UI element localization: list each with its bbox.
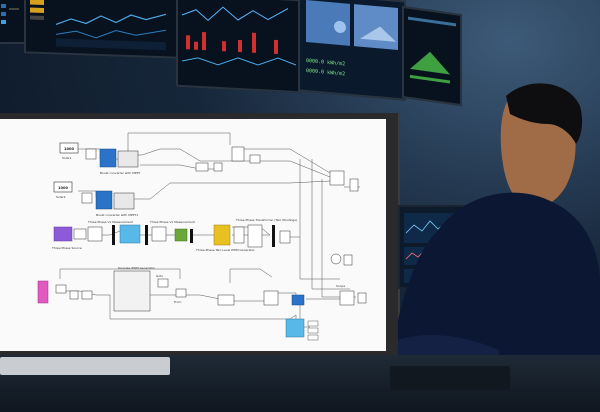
out-port-3[interactable] [307,334,319,341]
wall-screen-1-graphics [1,4,19,24]
meas2-block[interactable] [151,226,167,242]
wall-screen-5 [402,5,462,107]
scope-block-mid[interactable] [343,254,353,266]
pwm-block[interactable] [213,224,231,246]
scope-label: Scope [336,284,345,288]
bus-bar-3 [190,229,193,243]
discrete-pwm-label: Discrete PWM Generator [118,266,156,270]
bus-bar-4 [272,225,275,247]
boost-2-label: Boost converter with MPPT1 [96,213,138,217]
bus-bar-2 [145,225,148,245]
svg-text:1000: 1000 [58,186,69,190]
ground-icon [330,253,342,265]
blue-bottom-block[interactable] [291,294,305,306]
boost-converter-1[interactable]: Boost converter with MPPT [85,148,140,175]
boost-converter-2[interactable]: Boost converter with MPPT1 [81,190,138,217]
boost-1-label: Boost converter with MPPT [100,171,140,175]
solar-2-label: Solar2 [56,195,66,199]
meas1-label: Three Phase V-I Measurement [87,220,134,224]
transformer-label: Three Phase Transformer (Two Windings) [235,218,297,222]
three-phase-source[interactable]: Three Phase Source [51,226,82,250]
meas2-label: Three Phase V-I Measurement [149,220,196,224]
diagram-canvas: 1000 Solar1 1000 Solar2 Boost converter … [37,132,367,341]
wall-screen-5-graphics [408,16,456,84]
cyan-bottom-block[interactable] [285,318,305,338]
main-monitor: 1000 Solar1 1000 Solar2 Boost converter … [0,113,400,355]
bus-bar-1 [112,225,115,245]
wall-screen-1 [0,0,26,44]
pwm-label: Three-Phase Two-Level PWM Generator [195,248,256,252]
transformer-block-b[interactable] [247,224,263,248]
discrete-pwm-block[interactable] [113,270,151,312]
bottom-block-4[interactable] [217,294,235,306]
from-block[interactable] [175,288,187,298]
out-port-2[interactable] [307,327,319,334]
wall-screen-4-graphics [306,0,398,51]
bottom-block-5[interactable] [263,290,279,306]
wall-screen-2-graphics [30,0,167,51]
meas1-block[interactable] [87,226,103,242]
bottom-block-6[interactable] [339,290,355,306]
pink-source-block[interactable] [37,280,49,304]
scope-block-bottom[interactable] [357,292,367,304]
simulink-diagram: 1000 Solar1 1000 Solar2 Boost converter … [0,119,386,351]
bottom-block-3[interactable] [81,290,93,300]
gain-block-1[interactable] [195,162,209,172]
goto-label: Goto [156,274,163,278]
scope-block-top[interactable] [349,178,359,192]
breaker-block[interactable] [73,228,87,240]
wall-screen-4: 0000.0 kWh/m2 0000.0 kWh/m2 [298,0,406,101]
bottom-block-1[interactable] [55,284,67,294]
bottom-block-2[interactable] [69,290,79,300]
inverter-block[interactable] [119,224,141,244]
solar-block-1[interactable]: 1000 Solar1 [59,142,79,160]
transformer-block-a[interactable] [233,226,245,244]
source-label: Three Phase Source [51,246,82,250]
svg-text:1000: 1000 [64,147,75,151]
load-block[interactable] [279,230,291,244]
measurement-block-top[interactable] [329,170,345,186]
wall-screen-3 [176,0,302,94]
wall-screen-3-graphics [181,6,297,66]
goto-block[interactable] [157,278,169,288]
solar-1-label: Solar1 [62,156,72,160]
out-port-1[interactable] [307,320,319,327]
solar-block-2[interactable]: 1000 Solar2 [53,181,73,199]
mux-block-2[interactable] [249,154,261,164]
wall-screen-2 [24,0,178,59]
gain-block-2[interactable] [213,162,223,172]
keyboard-right [390,366,510,390]
from-label: From [174,300,182,304]
mux-block-1[interactable] [231,146,245,162]
keyboard-left [0,357,170,375]
filter-block[interactable] [174,228,188,242]
wall-display: 0000.0 kWh/m2 0000.0 kWh/m2 [0,0,600,110]
